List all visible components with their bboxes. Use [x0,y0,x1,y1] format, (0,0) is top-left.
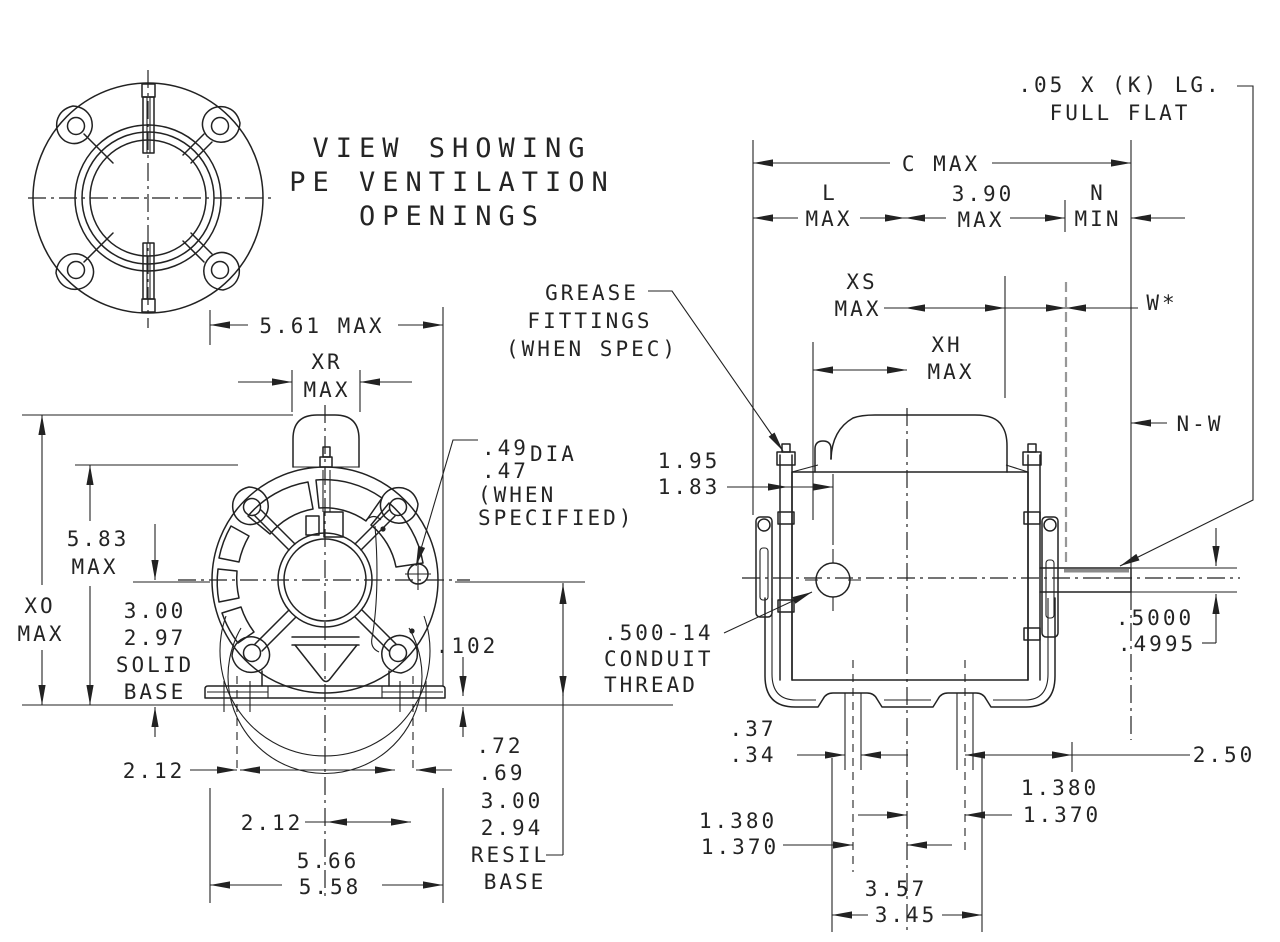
resil-base-2: 2.94 [481,816,544,840]
dim-w-star: W* [1146,291,1177,315]
dim-f-left-1: 1.380 [699,809,777,833]
resil-base-3: RESIL [471,843,549,867]
dia-note-2: .47 [482,459,529,483]
solid-base-1: 3.00 [124,599,187,623]
dim-212-mid: 2.12 [241,811,304,835]
dim-357-2: 3.45 [875,903,938,927]
dim-357-1: 3.57 [865,877,928,901]
solid-base-3: SOLID [116,653,194,677]
dim-212-left: 2.12 [123,759,186,783]
dim-583-2: MAX [72,555,119,579]
dia-note-5: SPECIFIED) [478,506,634,530]
title-line-2: PE VENTILATION [289,167,615,198]
dim-xo-max-2: MAX [18,622,65,646]
dim-72-1: .72 [477,734,524,758]
title-line-1: VIEW SHOWING [312,133,591,164]
dim-xs-max-1: XS [846,270,877,294]
side-view [742,282,1240,930]
dim-566-2: 5.58 [299,875,362,899]
title-line-3: OPENINGS [359,201,545,232]
flat-note-line-2: FULL FLAT [1050,101,1191,125]
dim-37-2: .34 [730,743,777,767]
dim-xs-max-2: MAX [835,297,882,321]
dim-f-right-1: 1.380 [1021,776,1099,800]
dim-xh-max-2: MAX [928,360,975,384]
annotation-text: VIEW SHOWING PE VENTILATION OPENINGS .05… [18,73,1256,927]
shaft-dia-1: .5000 [1116,606,1194,630]
dim-xo-max-1: XO [24,594,55,618]
dim-n-min-2: MIN [1075,207,1122,231]
resil-base-1: 3.00 [481,789,544,813]
shaft-dia-2: .4995 [1118,632,1196,656]
dimension-annotations [22,85,1254,932]
dim-xr-max-1: XR [311,350,342,374]
dim-566-1: 5.66 [297,849,360,873]
dim-n-min-1: N [1090,181,1106,205]
dim-561-max: 5.61 MAX [259,314,384,338]
dia-note-4: (WHEN [478,483,556,507]
flat-note-line-1: .05 X (K) LG. [1018,73,1221,97]
dim-195-1: 1.95 [658,449,721,473]
conduit-note-3: THREAD [604,673,698,697]
dim-390-1: 3.90 [952,182,1015,206]
dim-xh-max-1: XH [931,333,962,357]
dim-l-max-2: MAX [806,207,853,231]
dim-102: .102 [436,634,499,658]
conduit-note-1: .500-14 [604,621,714,645]
grease-note-3: (WHEN SPEC) [506,337,678,361]
grease-note-2: FITTINGS [527,309,652,333]
conduit-note-2: CONDUIT [604,647,714,671]
dim-l-max-1: L [822,181,838,205]
solid-base-2: 2.97 [124,626,187,650]
front-view [178,405,470,900]
dia-note-1: .49 [482,436,529,460]
dim-f-right-2: 1.370 [1023,803,1101,827]
dim-37-1: .37 [730,717,777,741]
dim-f-left-2: 1.370 [701,835,779,859]
pe-ventilation-view [28,70,272,328]
dim-195-2: 1.83 [658,475,721,499]
dim-250: 2.50 [1193,743,1256,767]
dim-n-w: N-W [1177,412,1224,436]
dim-390-2: MAX [958,208,1005,232]
dia-note-3: DIA [530,442,577,466]
grease-note-1: GREASE [545,281,639,305]
dim-xr-max-2: MAX [304,378,351,402]
resil-base-4: BASE [484,870,547,894]
dim-583-1: 5.83 [67,527,130,551]
dim-c-max: C MAX [902,152,980,176]
solid-base-4: BASE [124,680,187,704]
dim-72-2: .69 [479,761,526,785]
